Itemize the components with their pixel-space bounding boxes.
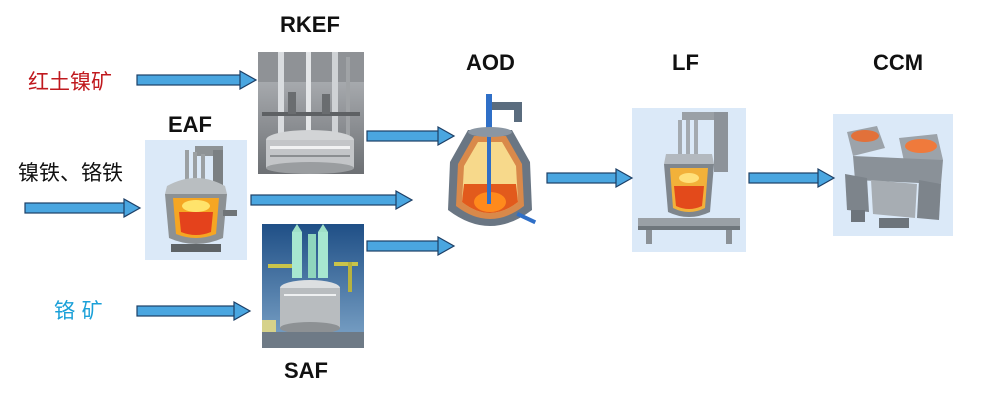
input-laterite-nickel-ore: 红土镍矿 [28, 70, 112, 94]
arrow-chrome-ore-to-saf [136, 301, 252, 321]
rkef-furnace-photo [258, 52, 364, 174]
input-chrome-ore: 铬 矿 [54, 299, 103, 323]
label-saf: SAF [284, 358, 328, 383]
label-lf: LF [672, 50, 699, 75]
label-aod: AOD [466, 50, 515, 75]
label-rkef: RKEF [280, 12, 340, 37]
label-ccm: CCM [873, 50, 924, 75]
arrow-eaf-to-aod [250, 190, 414, 210]
aod-converter-icon [434, 92, 546, 250]
arrow-laterite-to-rkef [136, 70, 258, 90]
label-eaf: EAF [168, 112, 212, 137]
arrow-saf-to-aod [366, 236, 456, 256]
input-ferronickel-ferrochrome: 镍铁、铬铁 [18, 161, 123, 185]
arrow-lf-to-ccm [748, 168, 836, 188]
arrow-ferroalloy-to-eaf [24, 198, 142, 218]
arrow-rkef-to-aod [366, 126, 456, 146]
electric-arc-furnace-icon [145, 140, 247, 260]
submerged-arc-furnace-photo [262, 224, 364, 348]
ladle-furnace-icon [632, 108, 746, 252]
arrow-aod-to-lf [546, 168, 634, 188]
continuous-caster-icon [833, 114, 953, 236]
